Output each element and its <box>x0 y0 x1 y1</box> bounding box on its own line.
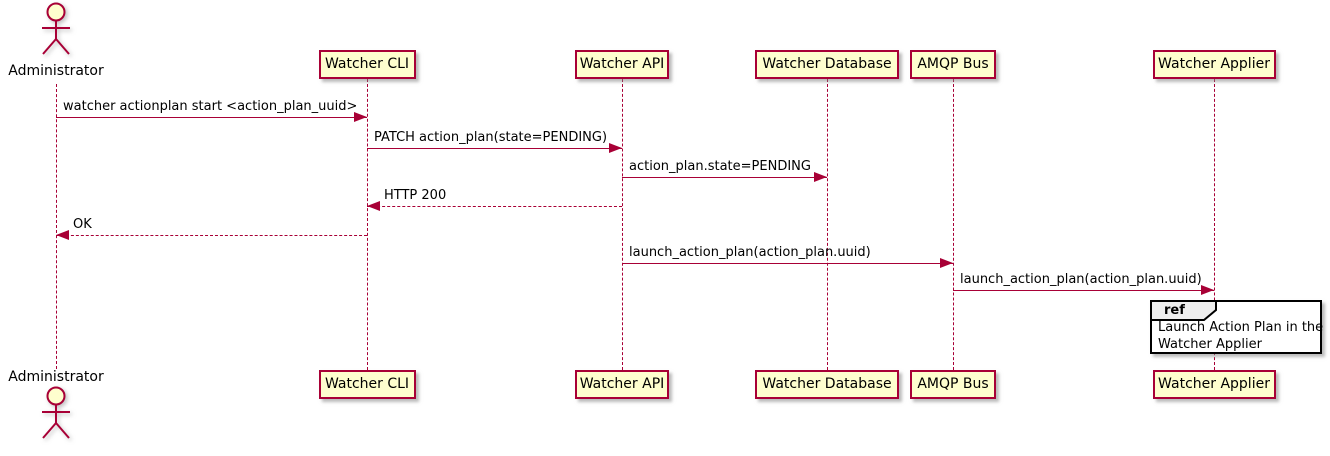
message-line-3 <box>622 177 827 178</box>
actor-administrator-bottom: Administrator <box>0 369 112 456</box>
ref-text-line: Launch Action Plan in the <box>1158 320 1324 335</box>
ref-keyword: ref <box>1164 303 1185 318</box>
message-arrowhead-icon <box>814 172 827 182</box>
message-arrowhead-icon <box>354 112 367 122</box>
message-line-6 <box>622 263 953 264</box>
message-label-6: launch_action_plan(action_plan.uuid) <box>629 245 871 260</box>
actor-administrator-top: Administrator <box>0 0 112 82</box>
participant-watcher-api-top: Watcher API <box>575 50 669 79</box>
message-line-2 <box>367 148 622 149</box>
participant-amqp-bus-bottom: AMQP Bus <box>910 370 996 399</box>
lifeline-watcher-cli <box>367 79 368 370</box>
lifeline-administrator <box>56 84 57 369</box>
lifeline-amqp-bus <box>953 79 954 370</box>
participant-watcher-database-top: Watcher Database <box>755 50 899 79</box>
actor-figure-icon <box>42 2 70 55</box>
participant-amqp-bus-top: AMQP Bus <box>910 50 996 79</box>
message-label-1: watcher actionplan start <action_plan_uu… <box>63 99 358 114</box>
participant-watcher-applier-top: Watcher Applier <box>1152 50 1276 79</box>
message-arrowhead-icon <box>367 201 380 211</box>
actor-label: Administrator <box>8 369 104 385</box>
actor-figure-icon <box>42 386 70 439</box>
ref-fragment-tab <box>1150 300 1220 326</box>
message-line-5 <box>56 235 367 236</box>
message-line-1 <box>56 117 367 118</box>
message-arrowhead-icon <box>1201 285 1214 295</box>
message-label-4: HTTP 200 <box>384 188 447 203</box>
message-label-7: launch_action_plan(action_plan.uuid) <box>960 272 1202 287</box>
message-arrowhead-icon <box>940 258 953 268</box>
participant-watcher-applier-bottom: Watcher Applier <box>1152 370 1276 399</box>
ref-text-line: Watcher Applier <box>1158 337 1262 352</box>
message-arrowhead-icon <box>609 143 622 153</box>
message-label-3: action_plan.state=PENDING <box>629 159 811 174</box>
message-line-4 <box>367 206 622 207</box>
lifeline-watcher-applier <box>1214 79 1215 370</box>
participant-watcher-database-bottom: Watcher Database <box>755 370 899 399</box>
participant-watcher-cli-bottom: Watcher CLI <box>318 370 416 399</box>
participant-watcher-cli-top: Watcher CLI <box>318 50 416 79</box>
lifeline-watcher-database <box>827 79 828 370</box>
lifeline-watcher-api <box>622 79 623 370</box>
message-line-7 <box>953 290 1214 291</box>
participant-watcher-api-bottom: Watcher API <box>575 370 669 399</box>
actor-label: Administrator <box>8 63 104 79</box>
message-arrowhead-icon <box>56 230 69 240</box>
message-label-2: PATCH action_plan(state=PENDING) <box>374 130 608 145</box>
message-label-5: OK <box>73 217 92 232</box>
